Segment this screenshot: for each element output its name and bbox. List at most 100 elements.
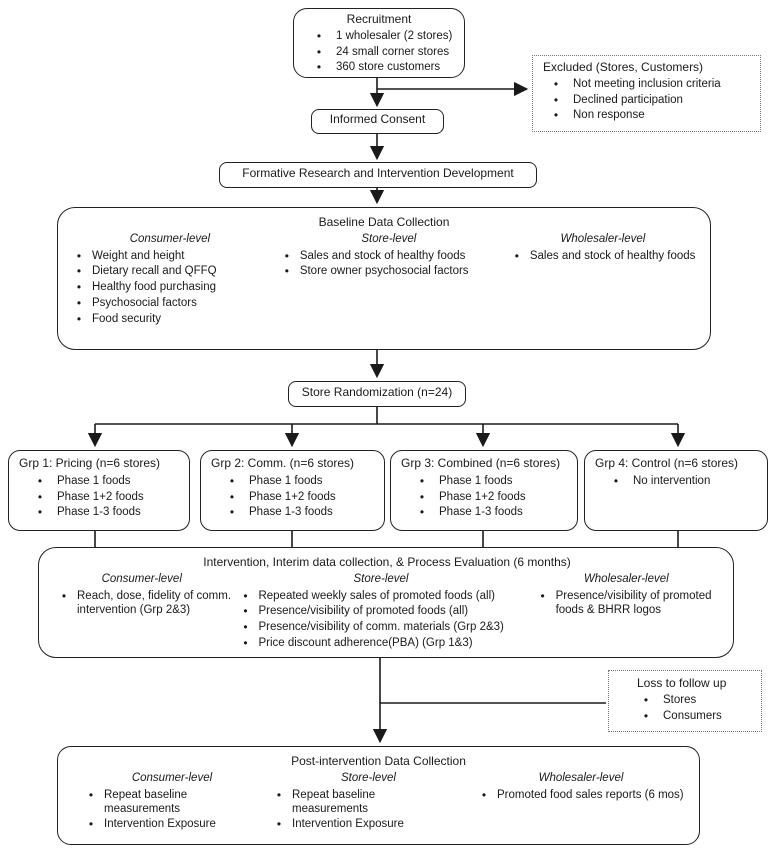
list-item: Phase 1 foods	[23, 474, 189, 490]
list-item: Phase 1-3 foods	[23, 505, 189, 521]
bullet-icon	[266, 788, 292, 804]
list-item: Phase 1 foods	[215, 474, 384, 490]
list-item: Promoted food sales reports (6 mos)	[471, 788, 691, 804]
bullet-icon	[232, 604, 258, 620]
baseline-box: Baseline Data Collection Consumer-level …	[57, 207, 711, 350]
box-title: Post-intervention Data Collection	[291, 754, 466, 768]
list-item: Dietary recall and QFFQ	[66, 264, 274, 280]
list-item: Repeat baseline measurements	[78, 788, 266, 818]
column-wholesaler: Wholesaler-level Presence/visibility of …	[530, 571, 723, 619]
excluded-box: Excluded (Stores, Customers) Not meeting…	[532, 55, 761, 132]
bullet-icon	[539, 108, 573, 124]
bullet-icon	[539, 77, 573, 93]
bullet-icon	[274, 264, 300, 280]
column-heading: Consumer-level	[129, 232, 211, 245]
bullet-icon	[51, 589, 77, 605]
post-intervention-box: Post-intervention Data Collection Consum…	[57, 746, 700, 845]
list-item: Declined participation	[539, 93, 760, 109]
column-wholesaler: Wholesaler-level Sales and stock of heal…	[504, 231, 702, 265]
bullet-icon	[23, 474, 57, 490]
list-item: Intervention Exposure	[266, 817, 471, 833]
box-title: Formative Research and Intervention Deve…	[242, 166, 514, 180]
list-item: Phase 1-3 foods	[215, 505, 384, 521]
bullet-icon	[232, 620, 258, 636]
bullet-icon	[232, 636, 258, 652]
bullet-icon	[232, 589, 258, 605]
box-title: Recruitment	[346, 12, 412, 26]
bullet-icon	[23, 490, 57, 506]
bullet-icon	[530, 589, 556, 605]
bullet-icon	[302, 45, 336, 61]
box-title: Grp 1: Pricing (n=6 stores)	[19, 456, 161, 470]
column-heading: Store-level	[353, 572, 409, 585]
column-store: Store-level Sales and stock of healthy f…	[274, 231, 504, 281]
bullet-icon	[78, 788, 104, 804]
list-item: Consumers	[629, 709, 761, 725]
list-item: Phase 1 foods	[405, 474, 577, 490]
box-title: Informed Consent	[329, 112, 426, 126]
bullet-icon	[629, 693, 663, 709]
group-box-1: Grp 1: Pricing (n=6 stores) Phase 1 food…	[8, 450, 190, 531]
bullet-icon	[599, 474, 633, 490]
list-item: Reach, dose, fidelity of comm. intervent…	[51, 589, 232, 619]
list-item: Phase 1+2 foods	[405, 490, 577, 506]
bullet-icon	[66, 312, 92, 328]
list-item: Healthy food purchasing	[66, 280, 274, 296]
bullet-icon	[78, 817, 104, 833]
bullet-icon	[66, 249, 92, 265]
list-item: Presence/visibility of comm. materials (…	[232, 620, 529, 636]
column-consumer: Consumer-level Repeat baseline measureme…	[66, 770, 266, 834]
bullet-icon	[215, 474, 249, 490]
box-title: Loss to follow up	[637, 676, 727, 690]
list-item: 1 wholesaler (2 stores)	[302, 29, 464, 45]
column-heading: Wholesaler-level	[538, 771, 624, 784]
column-heading: Consumer-level	[131, 771, 213, 784]
list-item: Price discount adherence(PBA) (Grp 1&3)	[232, 636, 529, 652]
randomization-box: Store Randomization (n=24)	[288, 381, 466, 407]
bullet-icon	[274, 249, 300, 265]
recruitment-box: Recruitment 1 wholesaler (2 stores) 24 s…	[293, 8, 465, 78]
bullet-icon	[266, 817, 292, 833]
loss-followup-box: Loss to follow up Stores Consumers	[608, 670, 762, 732]
group-box-4: Grp 4: Control (n=6 stores) No intervent…	[584, 450, 768, 531]
column-consumer: Consumer-level Reach, dose, fidelity of …	[51, 571, 232, 619]
list-item: Phase 1+2 foods	[215, 490, 384, 506]
list-item: No intervention	[599, 474, 767, 490]
list-item: Not meeting inclusion criteria	[539, 77, 760, 93]
column-consumer: Consumer-level Weight and height Dietary…	[66, 231, 274, 329]
list-item: Psychosocial factors	[66, 296, 274, 312]
group-box-3: Grp 3: Combined (n=6 stores) Phase 1 foo…	[390, 450, 578, 531]
bullet-icon	[66, 296, 92, 312]
intervention-box: Intervention, Interim data collection, &…	[38, 547, 734, 658]
box-title: Store Randomization (n=24)	[301, 385, 453, 399]
bullet-icon	[215, 505, 249, 521]
column-wholesaler: Wholesaler-level Promoted food sales rep…	[471, 770, 691, 804]
bullet-icon	[405, 474, 439, 490]
list-item: Stores	[629, 693, 761, 709]
bullet-icon	[23, 505, 57, 521]
list-item: Weight and height	[66, 249, 274, 265]
list-item: Non response	[539, 108, 760, 124]
box-title: Grp 2: Comm. (n=6 stores)	[211, 456, 355, 470]
list-item: Sales and stock of healthy foods	[504, 249, 702, 265]
box-title: Baseline Data Collection	[318, 215, 450, 229]
bullet-icon	[629, 709, 663, 725]
box-title: Grp 3: Combined (n=6 stores)	[401, 456, 561, 470]
list-item: 24 small corner stores	[302, 45, 464, 61]
column-store: Store-level Repeat baseline measurements…	[266, 770, 471, 834]
list-item: Presence/visibility of promoted foods (a…	[232, 604, 529, 620]
column-heading: Wholesaler-level	[583, 572, 669, 585]
bullet-icon	[405, 490, 439, 506]
bullet-icon	[215, 490, 249, 506]
bullet-icon	[66, 264, 92, 280]
list-item: Phase 1+2 foods	[23, 490, 189, 506]
list-item: Store owner psychosocial factors	[274, 264, 504, 280]
bullet-icon	[539, 93, 573, 109]
list-item: Repeat baseline measurements	[266, 788, 471, 818]
column-heading: Wholesaler-level	[560, 232, 646, 245]
box-title: Excluded (Stores, Customers)	[543, 60, 704, 74]
bullet-icon	[405, 505, 439, 521]
bullet-icon	[302, 29, 336, 45]
